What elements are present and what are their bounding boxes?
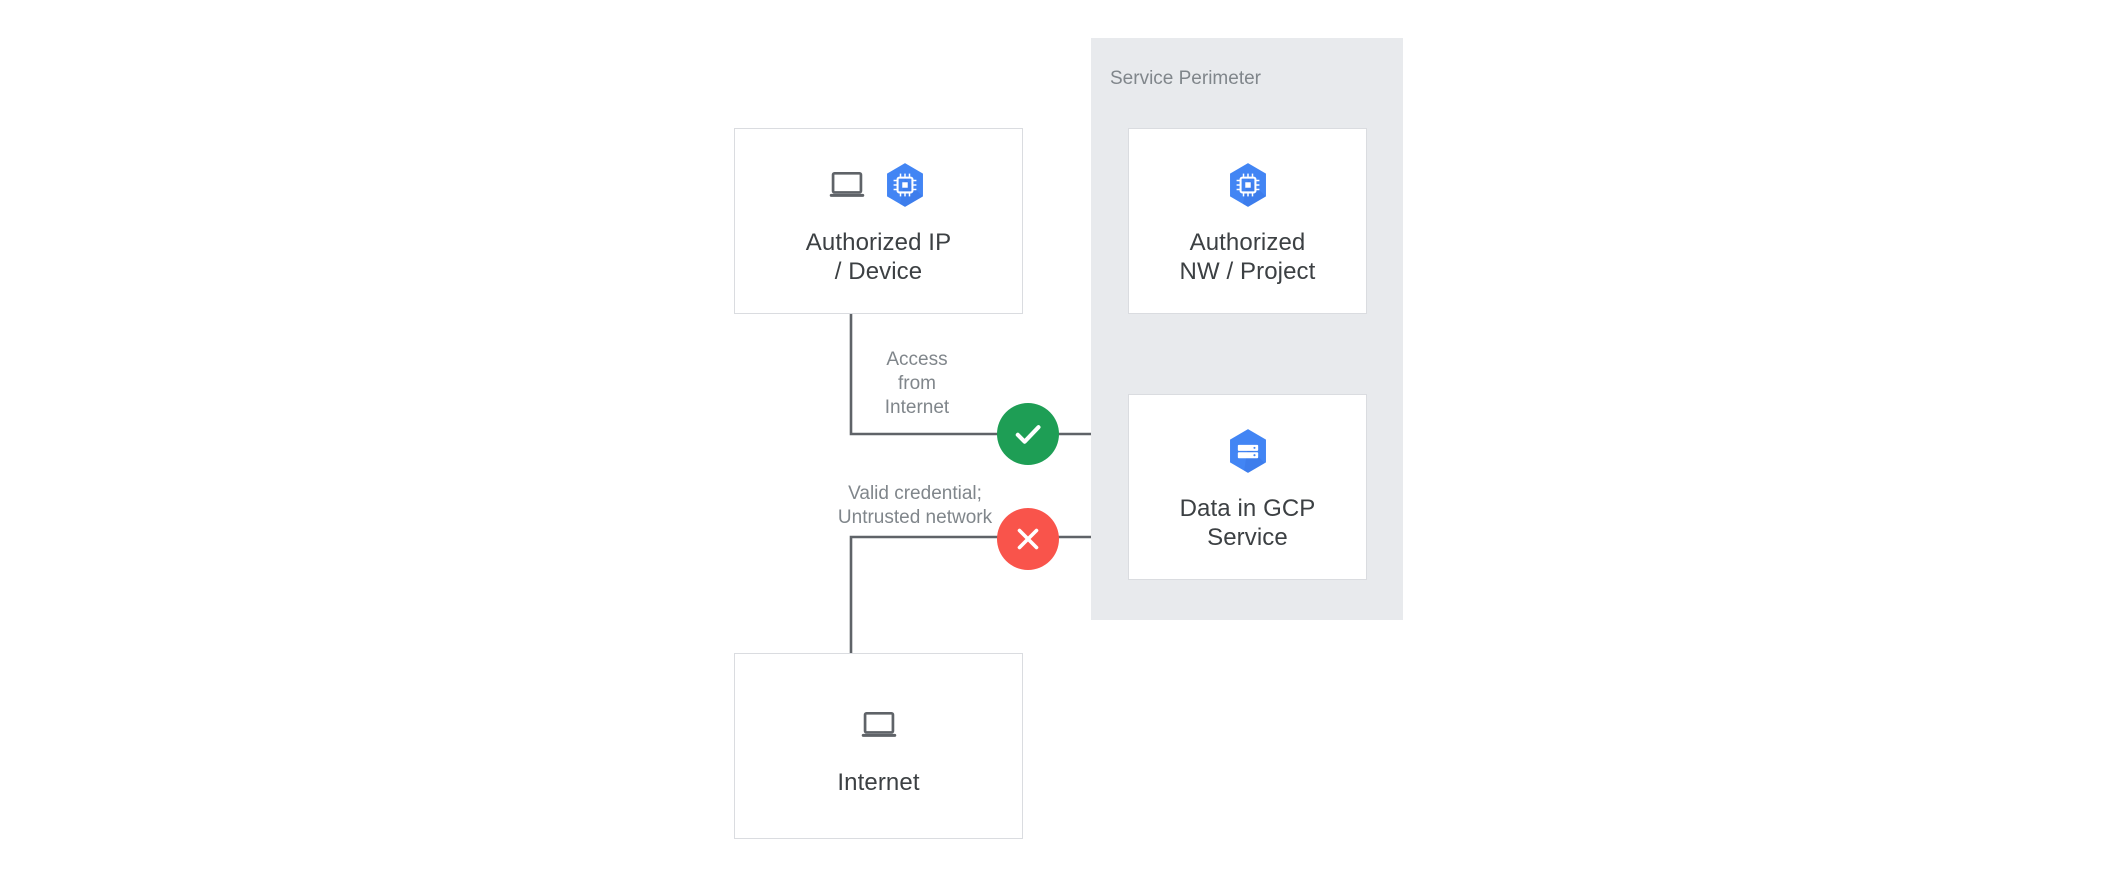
node-label: Authorized NW / Project <box>1179 229 1316 285</box>
node-icon-group <box>860 696 898 754</box>
node-label: Internet <box>837 768 920 796</box>
node-icon-group <box>828 156 930 214</box>
node-label: Authorized IP / Device <box>805 229 952 285</box>
node-icon-group <box>1223 156 1273 214</box>
node-authorized-nw-project[interactable]: Authorized NW / Project <box>1128 128 1367 314</box>
status-badge-deny <box>997 508 1059 570</box>
node-label: Data in GCP Service <box>1179 495 1316 551</box>
compute-chip-hex-icon <box>1223 160 1273 210</box>
check-icon <box>1011 417 1045 451</box>
edge-label-access-from-internet: Access from Internet <box>884 349 950 418</box>
compute-chip-hex-icon <box>880 160 930 210</box>
laptop-icon <box>828 166 866 204</box>
storage-database-hex-icon <box>1223 426 1273 476</box>
node-icon-group <box>1223 422 1273 480</box>
node-data-in-gcp-service[interactable]: Data in GCP Service <box>1128 394 1367 580</box>
laptop-icon <box>860 706 898 744</box>
edge-line-denied <box>849 535 1128 653</box>
status-badge-allow <box>997 403 1059 465</box>
edge-label-valid-credential-untrusted-network: Valid credential; Untrusted network <box>837 483 993 528</box>
node-internet[interactable]: Internet <box>734 653 1023 839</box>
close-x-icon <box>1013 524 1043 554</box>
node-authorized-ip-device[interactable]: Authorized IP / Device <box>734 128 1023 314</box>
service-perimeter-label: Service Perimeter <box>1110 68 1261 89</box>
